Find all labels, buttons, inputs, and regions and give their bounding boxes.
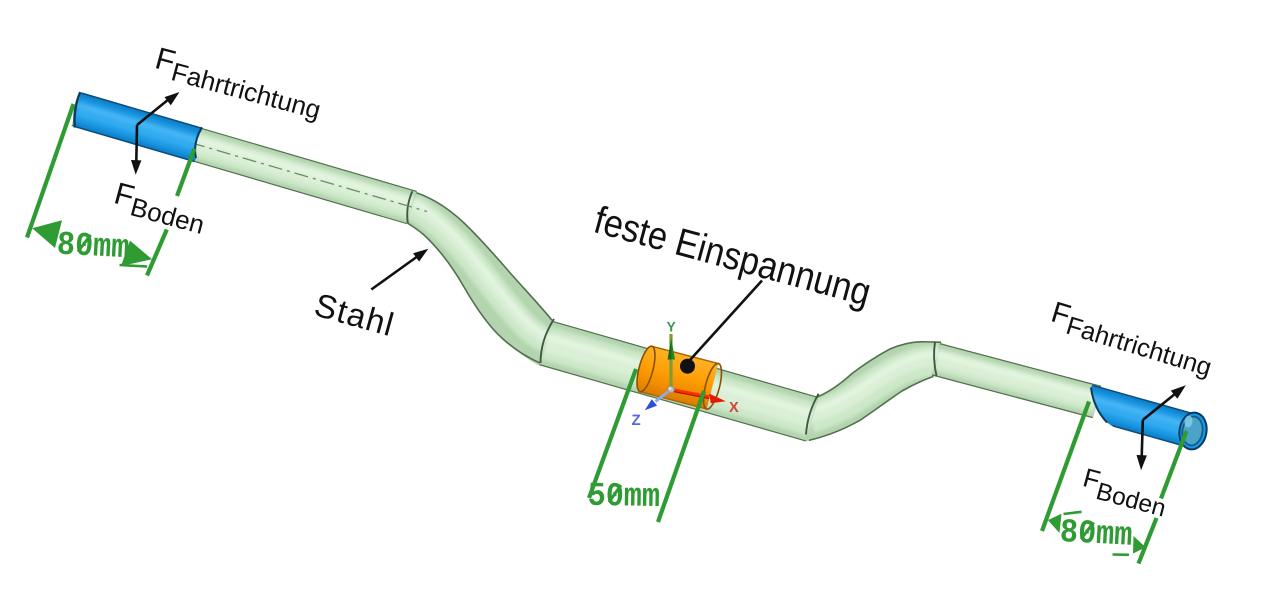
svg-text:Z: Z [632,412,641,429]
svg-text:50mm: 50mm [587,478,660,517]
svg-text:Y: Y [667,319,677,335]
svg-text:X: X [729,400,739,416]
svg-text:80mm: 80mm [1059,514,1133,556]
svg-text:80mm: 80mm [56,227,130,269]
